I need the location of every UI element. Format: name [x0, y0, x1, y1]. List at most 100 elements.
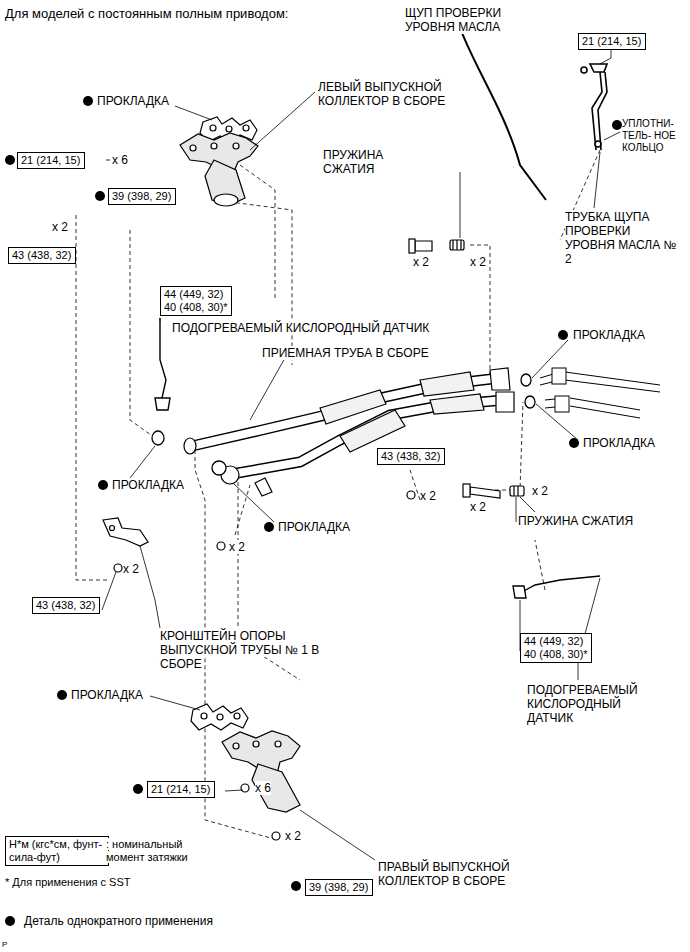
- torque-value: Н*м (кгс*см, фунт-сила-фут): [9, 838, 105, 864]
- single-use-dot: [5, 96, 622, 891]
- part-label: : номинальный момент затяжки: [106, 838, 194, 864]
- gasket-rings-part: [521, 374, 531, 386]
- part-label: P: [2, 940, 7, 950]
- gasket-left-part: [243, 125, 249, 131]
- torque-value: 44 (449, 32): [524, 635, 588, 648]
- single-use-dot-part: [264, 522, 274, 532]
- leader-line-part: [150, 696, 200, 710]
- label-text: P: [2, 940, 7, 949]
- dipstick-tube-part: [590, 64, 607, 72]
- gasket-right-part: [217, 714, 223, 720]
- spring-lower-part: [510, 486, 524, 496]
- torque-box: 21 (214, 15): [578, 33, 646, 50]
- part-label: ПРУЖИНА СЖАТИЯ: [518, 514, 633, 528]
- part-label: ПРОКЛАДКА: [71, 688, 143, 702]
- torque-value: 21 (214, 15): [582, 35, 642, 48]
- torque-value: 39 (398, 29): [112, 190, 172, 203]
- leader-line-part: [140, 546, 160, 628]
- spring-lower: [217, 484, 524, 550]
- leader-line-part: [106, 160, 110, 161]
- dashed-guide-part: [130, 230, 158, 440]
- spring-lower-part: [217, 542, 225, 550]
- legend-swatch: [4, 914, 18, 928]
- dashed-guide-part: [240, 165, 275, 300]
- title-text: Для моделей с постоянным полным приводом…: [5, 6, 288, 21]
- quantity-note: x 2: [52, 220, 68, 234]
- leader-line-part: [536, 404, 578, 440]
- oxygen-sensor-left-part: [160, 318, 166, 398]
- left-manifold: [180, 133, 258, 206]
- dashed-guide: [76, 150, 600, 840]
- oxygen-sensor-left-part: [155, 398, 170, 410]
- label-text: x 2: [123, 562, 139, 576]
- gasket-rings: [152, 374, 535, 475]
- part-label: ПРОКЛАДКА: [278, 520, 350, 534]
- leader-line-part: [578, 578, 600, 680]
- leader-line-part: [594, 152, 600, 208]
- spring-lower-part: [407, 491, 415, 499]
- torque-box: 39 (398, 29): [305, 879, 373, 896]
- left-manifold-part: [233, 143, 239, 149]
- spring-upper: [409, 239, 464, 253]
- part-label: ПРАВЫЙ ВЫПУСКНОЙ КОЛЛЕКТОР В СБОРЕ: [378, 860, 528, 888]
- label-text: x 2: [470, 500, 486, 514]
- front-pipe-cats-part: [496, 392, 514, 412]
- label-text: ПРАВЫЙ ВЫПУСКНОЙ КОЛЛЕКТОР В СБОРЕ: [378, 860, 510, 888]
- spring-upper-part: [450, 240, 464, 250]
- gasket-rings-part: [525, 396, 535, 408]
- leader-line: [102, 30, 620, 860]
- rear-pipes-part: [565, 372, 660, 392]
- label-text: ПОДОГРЕВАЕМЫЙ КИСЛОРОДНЫЙ ДАТЧИК: [172, 321, 429, 335]
- part-label: КРОНШТЕЙН ОПОРЫ ВЫПУСКНОЙ ТРУБЫ № 1 В СБ…: [160, 629, 325, 671]
- dashed-guide-part: [535, 540, 545, 590]
- leader-line-part: [520, 497, 535, 512]
- torque-box: 21 (214, 15): [147, 781, 215, 798]
- leader-line-part: [516, 497, 517, 522]
- part-label: ПРУЖИНА СЖАТИЯ: [323, 148, 418, 176]
- right-manifold: [222, 731, 300, 840]
- right-manifold-part: [233, 743, 239, 749]
- torque-box: 43 (438, 32): [8, 247, 76, 264]
- spring-upper-part: [409, 239, 415, 253]
- part-label: ЛЕВЫЙ ВЫПУСКНОЙ КОЛЛЕКТОР В СБОРЕ: [318, 80, 468, 108]
- gasket-rings-part: [212, 461, 226, 475]
- left-manifold-part: [211, 143, 217, 149]
- single-use-dot-part: [83, 96, 93, 106]
- pipe-bracket-part: [103, 518, 148, 546]
- leader-line-part: [460, 172, 461, 238]
- single-use-dot-part: [133, 784, 143, 794]
- leader-line-part: [225, 790, 243, 791]
- leader-line-part: [130, 446, 155, 478]
- quantity-note: x 2: [420, 489, 436, 503]
- label-text: ЩУП ПРОВЕРКИ УРОВНЯ МАСЛА: [405, 6, 501, 34]
- part-label: УПЛОТНИ- ТЕЛЬ- НОЕ КОЛЬЦО: [622, 118, 684, 154]
- label-text: ПРОКЛАДКА: [97, 94, 169, 108]
- dipstick-part: [458, 22, 546, 200]
- gasket-rings-part: [152, 431, 164, 445]
- label-text: ПРОКЛАДКА: [112, 478, 184, 492]
- front-pipe-cats-part: [184, 438, 196, 454]
- right-manifold-part: [275, 741, 281, 747]
- leader-line-part: [102, 572, 116, 610]
- dipstick-tube-part: [581, 67, 587, 73]
- part-label: ПРОКЛАДКА: [573, 328, 645, 342]
- label-text: x 6: [112, 153, 128, 167]
- label-text: x 2: [52, 220, 68, 234]
- part-label: ТРУБКА ЩУПА ПРОВЕРКИ УРОВНЯ МАСЛА № 2: [565, 210, 683, 266]
- label-text: ЛЕВЫЙ ВЫПУСКНОЙ КОЛЛЕКТОР В СБОРЕ: [318, 80, 445, 108]
- left-manifold-part: [205, 160, 245, 205]
- single-use-dot-part: [569, 438, 579, 448]
- label-text: x 2: [470, 255, 486, 269]
- legend-text: Деталь однократного применения: [24, 914, 213, 928]
- rear-pipes: [540, 368, 660, 418]
- leader-line-part: [604, 132, 620, 140]
- quantity-note: x 2: [413, 255, 429, 269]
- torque-box: 43 (438, 32): [32, 597, 100, 614]
- pipe-bracket-part: [110, 526, 115, 531]
- label-text: УПЛОТНИ- ТЕЛЬ- НОЕ КОЛЬЦО: [622, 118, 676, 153]
- rear-pipes-part: [552, 368, 566, 384]
- leader-line-part: [160, 318, 161, 321]
- rear-pipes-part: [570, 398, 640, 418]
